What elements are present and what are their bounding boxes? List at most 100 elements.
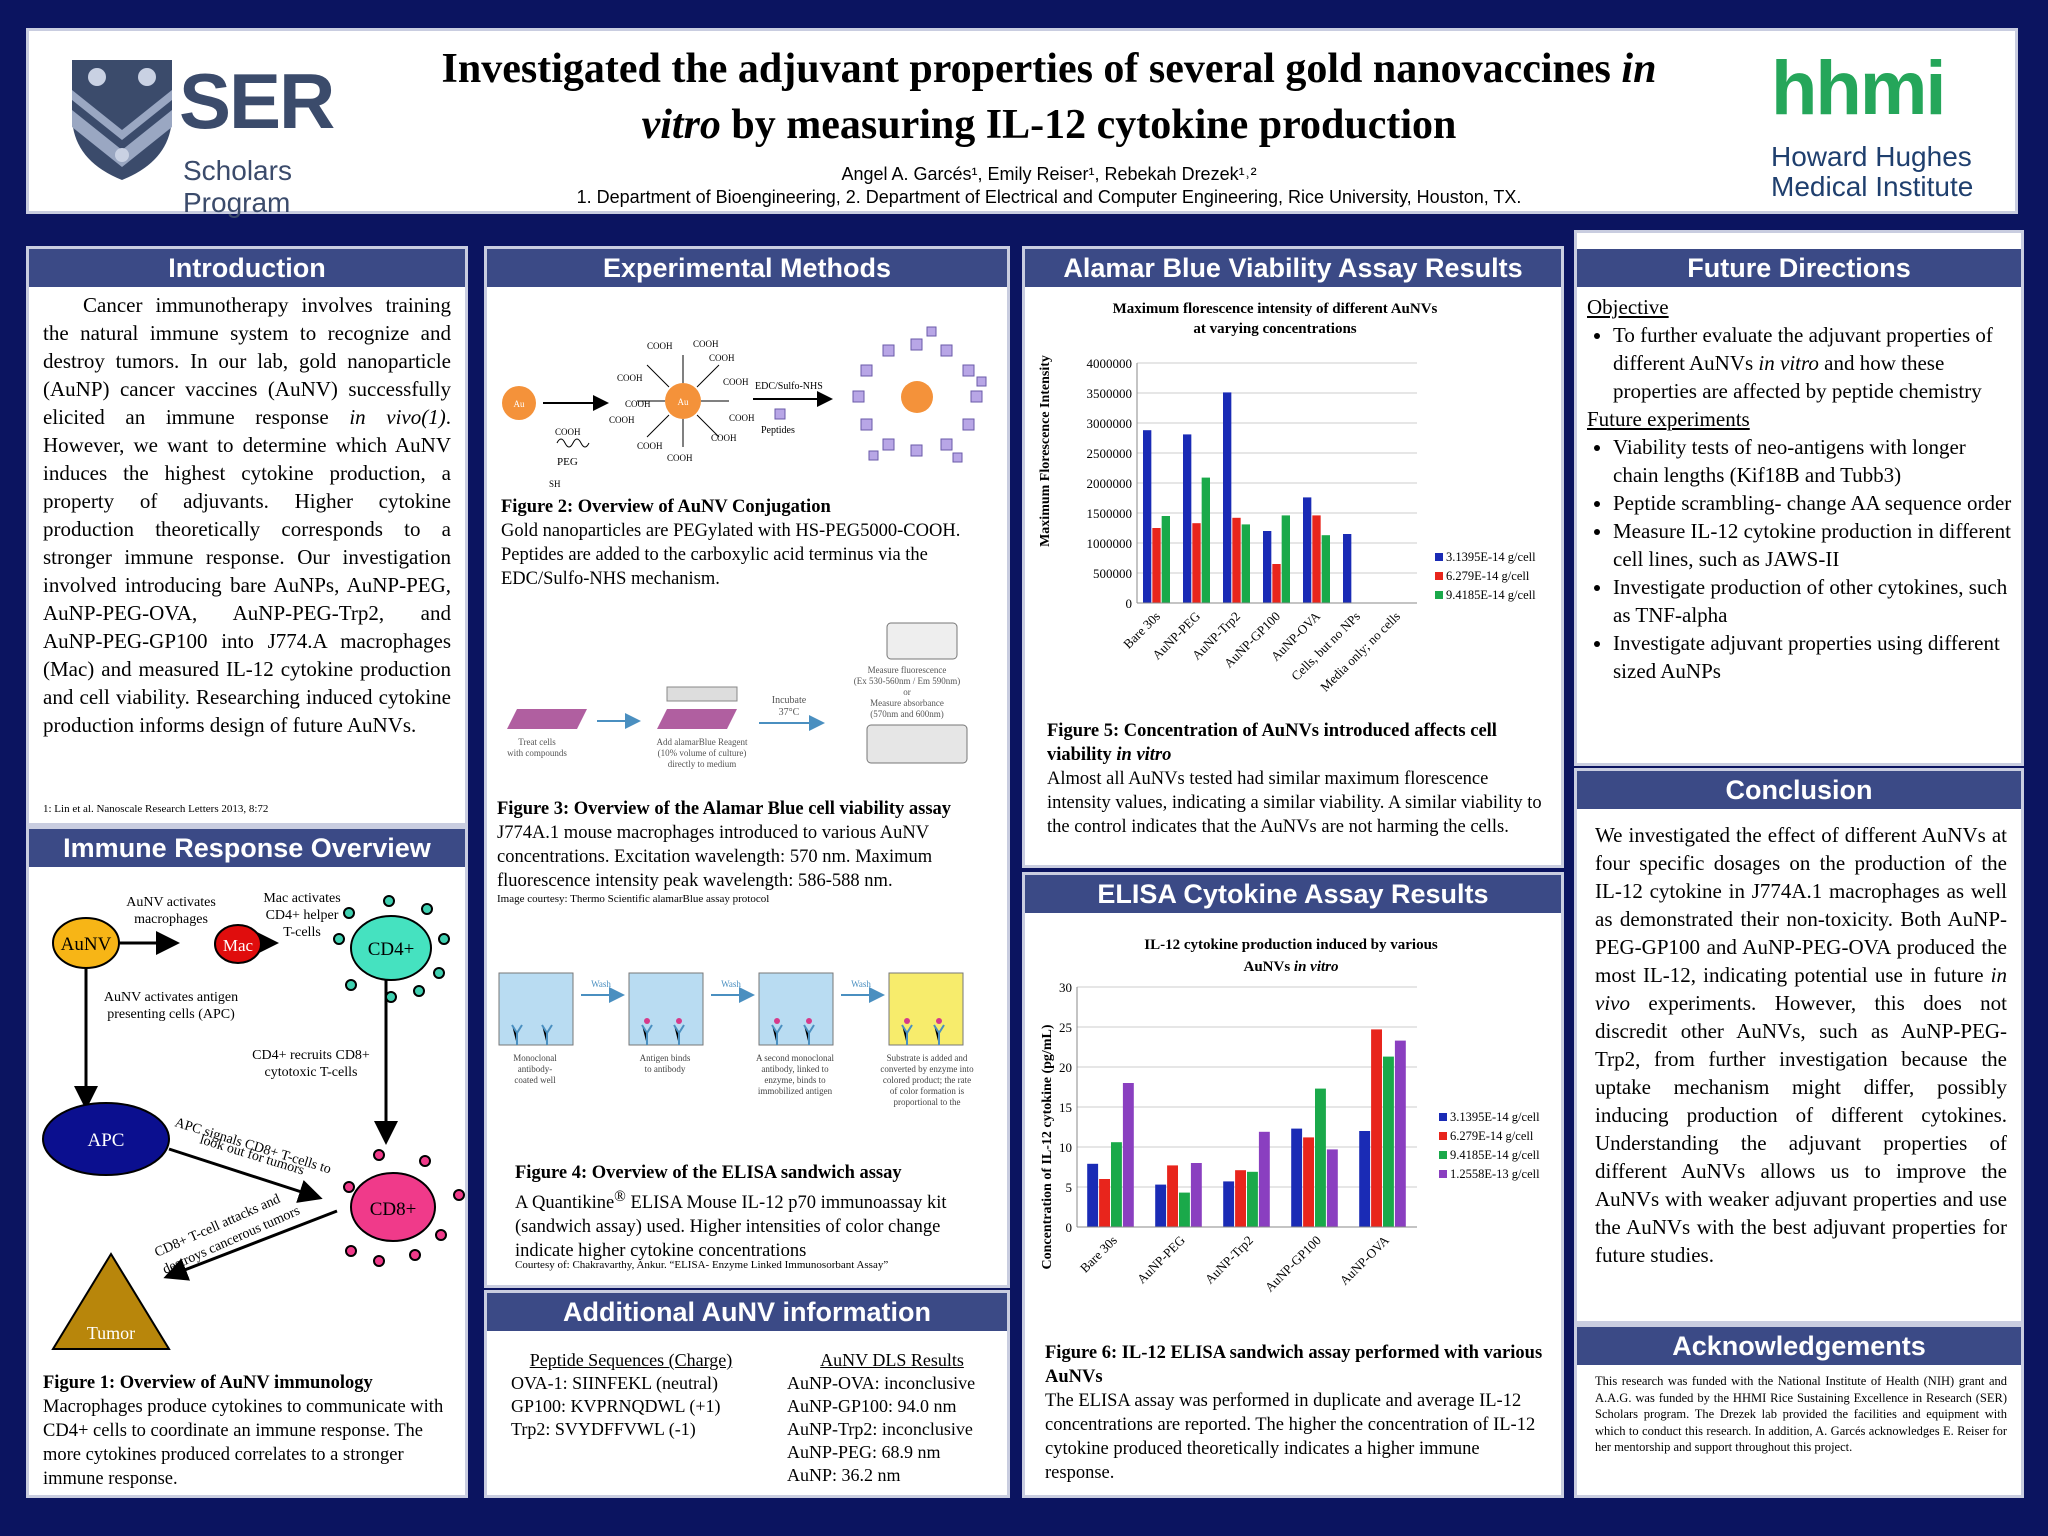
legend-label: 6.279E-14 g/cell bbox=[1446, 569, 1530, 583]
bar bbox=[1192, 523, 1201, 603]
apc-node-label: APC bbox=[88, 1130, 125, 1151]
acknowledgements-heading: Acknowledgements bbox=[1577, 1327, 2021, 1365]
alamar-panel: Alamar Blue Viability Assay Results Maxi… bbox=[1022, 246, 1564, 868]
dls-item: AuNP-PEG: 68.9 nm bbox=[787, 1442, 941, 1462]
mac-node-label: Mac bbox=[223, 936, 254, 955]
cd4-receptors bbox=[333, 895, 450, 1003]
figure-3-caption: Figure 3: Overview of the Alamar Blue ce… bbox=[497, 797, 1003, 893]
step4-label-5: proportional to the bbox=[894, 1097, 961, 1107]
bar bbox=[1321, 535, 1330, 603]
figure-5-text: Almost all AuNVs tested had similar maxi… bbox=[1047, 769, 1542, 837]
bar bbox=[1167, 1165, 1178, 1227]
conclusion-text-a: We investigated the effect of different … bbox=[1595, 823, 2007, 987]
alamar-chart: Maximum florescence intensity of differe… bbox=[1038, 301, 1536, 694]
figure-1-caption: Figure 1: Overview of AuNV immunology Ma… bbox=[43, 1371, 455, 1491]
step2-label-2: to antibody bbox=[645, 1064, 686, 1074]
cooh-label-8: COOH bbox=[637, 441, 663, 451]
y-tick-label: 2000000 bbox=[1087, 476, 1133, 491]
elisa-step-labels: Monoclonal antibody- coated well Antigen… bbox=[513, 1053, 974, 1107]
x-tick-label: AuNP-PEG bbox=[1134, 1233, 1188, 1287]
measure-absorbance-range: (570nm and 600nm) bbox=[870, 709, 944, 719]
peg-label: PEG bbox=[557, 456, 578, 468]
elisa-panel: ELISA Cytokine Assay Results IL-12 cytok… bbox=[1022, 872, 1564, 1498]
bar bbox=[1099, 1179, 1110, 1227]
cooh-label-3: COOH bbox=[709, 353, 735, 363]
y-tick-label: 25 bbox=[1059, 1020, 1072, 1035]
bar bbox=[1371, 1029, 1382, 1227]
cooh-label-7: COOH bbox=[667, 453, 693, 463]
peptide-sequences-title: Peptide Sequences (Charge) bbox=[529, 1350, 733, 1370]
figure-4-sup: ® bbox=[614, 1188, 626, 1205]
alamar-chart-ylabel: Maximum Florescence Intensity bbox=[1038, 355, 1053, 547]
label-cd4-recruits-2: cytotoxic T-cells bbox=[265, 1065, 358, 1080]
objective-item: To further evaluate the adjuvant propert… bbox=[1613, 321, 2015, 405]
bar bbox=[1223, 1181, 1235, 1227]
figure-2-text: Gold nanoparticles are PEGylated with HS… bbox=[501, 521, 961, 589]
aunv-node bbox=[52, 917, 120, 969]
wash-label-1: Wash bbox=[591, 979, 611, 989]
ser-logo-text: SER bbox=[179, 57, 335, 145]
elisa-antigens bbox=[644, 1018, 942, 1024]
peptide-item: GP100: KVPRNQDWL (+1) bbox=[511, 1396, 721, 1416]
cd4-node-label: CD4+ bbox=[368, 939, 415, 960]
measure-fluorescence-label: Measure fluorescence bbox=[868, 665, 947, 675]
gold-nanoparticle-icon bbox=[502, 386, 536, 420]
x-tick-label: AuNP-GP100 bbox=[1262, 1233, 1324, 1295]
cd8-node-label: CD8+ bbox=[370, 1199, 417, 1220]
objective-text-em: in vitro bbox=[1758, 351, 1819, 375]
legend-swatch bbox=[1439, 1132, 1447, 1140]
figure-2-caption: Figure 2: Overview of AuNV Conjugation G… bbox=[501, 495, 1001, 591]
bar bbox=[1359, 1131, 1371, 1227]
bar bbox=[1111, 1142, 1122, 1227]
apc-node bbox=[42, 1102, 170, 1176]
bar bbox=[1258, 1131, 1270, 1227]
title-banner: SER Scholars Program Investigated the ad… bbox=[26, 28, 2018, 218]
legend-label: 9.4185E-14 g/cell bbox=[1446, 588, 1536, 602]
bar bbox=[1247, 1171, 1258, 1227]
figure-3-diagram: Treat cells with compounds Add alamarBlu… bbox=[507, 622, 968, 769]
step4-label-1: Substrate is added and bbox=[887, 1053, 968, 1063]
x-tick-label: Bare 30s bbox=[1077, 1233, 1120, 1276]
bar bbox=[1383, 1056, 1394, 1227]
wash-label-3: Wash bbox=[851, 979, 871, 989]
cooh-label-2: COOH bbox=[693, 339, 719, 349]
dls-item: AuNP-Trp2: inconclusive bbox=[787, 1419, 973, 1439]
y-tick-label: 20 bbox=[1059, 1060, 1072, 1075]
bar bbox=[1235, 1170, 1246, 1227]
hhmi-logo: hhmi Howard Hughes Medical Institute bbox=[1771, 47, 2001, 207]
legend-swatch bbox=[1439, 1170, 1447, 1178]
future-body: Objective To further evaluate the adjuva… bbox=[1587, 293, 2015, 685]
experiments-title: Future experiments bbox=[1587, 407, 1750, 431]
cooh-label-9: COOH bbox=[609, 415, 635, 425]
y-tick-label: 1500000 bbox=[1087, 506, 1133, 521]
incubate-label: Incubate bbox=[772, 695, 807, 706]
bar bbox=[1394, 1040, 1406, 1227]
elisa-chart-title-1: IL-12 cytokine production induced by var… bbox=[1144, 937, 1438, 953]
alamar-heading: Alamar Blue Viability Assay Results bbox=[1025, 249, 1561, 287]
experiment-item: Viability tests of neo-antigens with lon… bbox=[1613, 433, 2015, 489]
conclusion-text-em: in vivo bbox=[1595, 963, 2007, 1015]
poster-affiliations: 1. Department of Bioengineering, 2. Depa… bbox=[576, 187, 1522, 207]
peptides-label: Peptides bbox=[761, 425, 795, 436]
step3-label-1: A second monoclonal bbox=[756, 1053, 834, 1063]
y-tick-label: 5 bbox=[1066, 1180, 1073, 1195]
experiment-item: Peptide scrambling- change AA sequence o… bbox=[1613, 489, 2015, 517]
dls-item: AuNP: 36.2 nm bbox=[787, 1465, 901, 1485]
aunv-node-label: AuNV bbox=[61, 934, 112, 955]
cooh-label-5: COOH bbox=[729, 413, 755, 423]
elisa-chart-title-2em: in vitro bbox=[1294, 959, 1339, 975]
y-tick-label: 0 bbox=[1066, 1220, 1073, 1235]
bar bbox=[1263, 531, 1272, 603]
multichannel-pipette-icon bbox=[666, 686, 738, 702]
immune-response-panel: Immune Response Overview AuNV Mac CD4+ A… bbox=[26, 826, 468, 1498]
bar bbox=[1281, 515, 1290, 603]
acknowledgements-panel: Acknowledgements This research was funde… bbox=[1574, 1324, 2024, 1498]
future-panel: Future Directions Objective To further e… bbox=[1574, 230, 2024, 766]
dls-results-title: AuNV DLS Results bbox=[820, 1350, 964, 1370]
bar bbox=[1179, 1192, 1190, 1227]
elisa-chart-ylabel: Concentration of IL-12 cytokine (pg/mL) bbox=[1040, 1024, 1055, 1269]
step4-label-3: colored product; the rate bbox=[883, 1075, 971, 1085]
additional-info-heading: Additional AuNV information bbox=[487, 1293, 1007, 1331]
step2-label-1: Antigen binds bbox=[640, 1053, 691, 1063]
label-mac-activates-1: Mac activates bbox=[263, 891, 340, 906]
